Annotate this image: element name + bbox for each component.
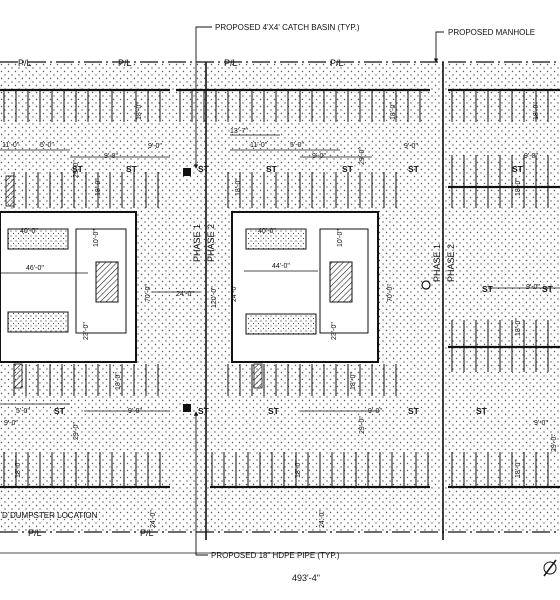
- dim-9: 9'-0": [526, 284, 540, 291]
- dim-5: 5'-0": [16, 408, 30, 415]
- dim-9: 9'-0": [368, 408, 382, 415]
- dim-9: 9'-0": [148, 143, 162, 150]
- dim-40: 40'-0": [258, 228, 276, 235]
- stall-label: ST: [482, 284, 494, 294]
- stall-label: ST: [268, 406, 280, 416]
- dim-9: 9'-0": [524, 153, 538, 160]
- dim-18: 18'-0": [515, 460, 522, 478]
- stall-label: ST: [408, 406, 420, 416]
- phase-1-label: PHASE 1: [192, 224, 202, 262]
- stall-label: ST: [512, 164, 524, 174]
- dim-10: 10'-0": [337, 229, 344, 247]
- property-line-label: P/L: [224, 58, 238, 68]
- dim-29: 29'-0": [359, 416, 366, 434]
- dim-18: 18'-0": [95, 178, 102, 196]
- dim-18: 18'-0": [533, 102, 540, 120]
- manhole-symbol: [421, 280, 431, 290]
- building-island-right: [231, 211, 379, 363]
- dim-40: 40'-0": [20, 228, 38, 235]
- overall-width-dimension: 493'-4": [292, 573, 320, 583]
- dim-18: 18'-0": [295, 460, 302, 478]
- callout-leaders: [193, 26, 444, 556]
- callout-catch-basin: PROPOSED 4'X4' CATCH BASIN (TYP.): [215, 23, 360, 32]
- dim-9: 9'-0": [404, 143, 418, 150]
- dim-70: 70'-0": [387, 284, 394, 302]
- stall-label: ST: [72, 164, 84, 174]
- callout-dumpster: D DUMPSTER LOCATION: [2, 511, 98, 520]
- dim-10: 10'-0": [93, 229, 100, 247]
- stall-label: ST: [342, 164, 354, 174]
- dim-23: 23'-0": [83, 322, 90, 340]
- property-line-label: P/L: [330, 58, 344, 68]
- dim-24: 24'-0": [176, 291, 194, 298]
- dim-120: 120'-0": [211, 286, 218, 308]
- phase-1-label: PHASE 1: [432, 244, 442, 282]
- callout-manhole: PROPOSED MANHOLE: [448, 28, 535, 37]
- dim-18: 18'-0": [15, 460, 22, 478]
- dim-5: 5'-0": [40, 142, 54, 149]
- dim-18: 18'-0": [235, 178, 242, 196]
- dim-29: 29'-0": [551, 434, 558, 452]
- dim-24: 24'-0": [231, 284, 238, 302]
- parking-stall-stripes: [3, 90, 549, 487]
- dim-13-7: 13'-7": [230, 128, 248, 135]
- dim-18: 18'-0": [115, 372, 122, 390]
- stall-label: ST: [198, 164, 210, 174]
- curb-islands: [5, 175, 263, 389]
- dim-18: 18'-0": [136, 102, 143, 120]
- phase-2-label: PHASE 2: [446, 244, 456, 282]
- stall-label: ST: [266, 164, 278, 174]
- catch-basin-top: [183, 168, 191, 176]
- property-line-label: P/L: [118, 58, 132, 68]
- property-lines: [0, 61, 560, 533]
- dim-24: 24'-0": [319, 510, 326, 528]
- phase-boundaries: [205, 62, 444, 540]
- dim-9: 9'-0": [4, 420, 18, 427]
- stall-label: ST: [54, 406, 66, 416]
- catch-basins: [183, 168, 191, 412]
- dim-9: 9'-0": [128, 408, 142, 415]
- property-line-label: P/L: [18, 58, 32, 68]
- catch-basin-bottom: [183, 404, 191, 412]
- dim-9: 9'-0": [104, 153, 118, 160]
- phase-2-label: PHASE 2: [206, 224, 216, 262]
- stall-label: ST: [126, 164, 138, 174]
- dim-29: 29'-0": [73, 160, 80, 178]
- dim-23: 23'-0": [331, 322, 338, 340]
- building-island-left: [0, 211, 137, 363]
- dimension-lines: [0, 134, 560, 554]
- curb-lines: [0, 88, 560, 489]
- stall-label: ST: [408, 164, 420, 174]
- dim-18: 18'-0": [515, 178, 522, 196]
- north-arrow-icon: [543, 559, 557, 577]
- dim-29: 29'-0": [73, 422, 80, 440]
- dim-18: 18'-0": [350, 372, 357, 390]
- dim-11: 11'-0": [2, 142, 20, 149]
- dim-18: 18'-0": [515, 318, 522, 336]
- stall-label: ST: [542, 284, 554, 294]
- dim-24: 24'-0": [150, 510, 157, 528]
- dim-9: 9'-0": [312, 153, 326, 160]
- dim-11: 11'-0": [250, 142, 268, 149]
- dim-44: 44'-0": [272, 263, 290, 270]
- dim-9: 9'-0": [534, 420, 548, 427]
- dim-29: 29'-0": [359, 147, 366, 165]
- dim-18: 18'-0": [390, 102, 397, 120]
- callout-pipe: PROPOSED 18" HDPE PIPE (TYP.): [211, 551, 340, 560]
- dim-46: 46'-0": [26, 265, 44, 272]
- dim-5: 5'-0": [290, 142, 304, 149]
- property-line-label: P/L: [140, 528, 154, 538]
- property-line-label: P/L: [28, 528, 42, 538]
- dim-70: 70'-0": [145, 284, 152, 302]
- stall-label: ST: [198, 406, 210, 416]
- stall-label: ST: [476, 406, 488, 416]
